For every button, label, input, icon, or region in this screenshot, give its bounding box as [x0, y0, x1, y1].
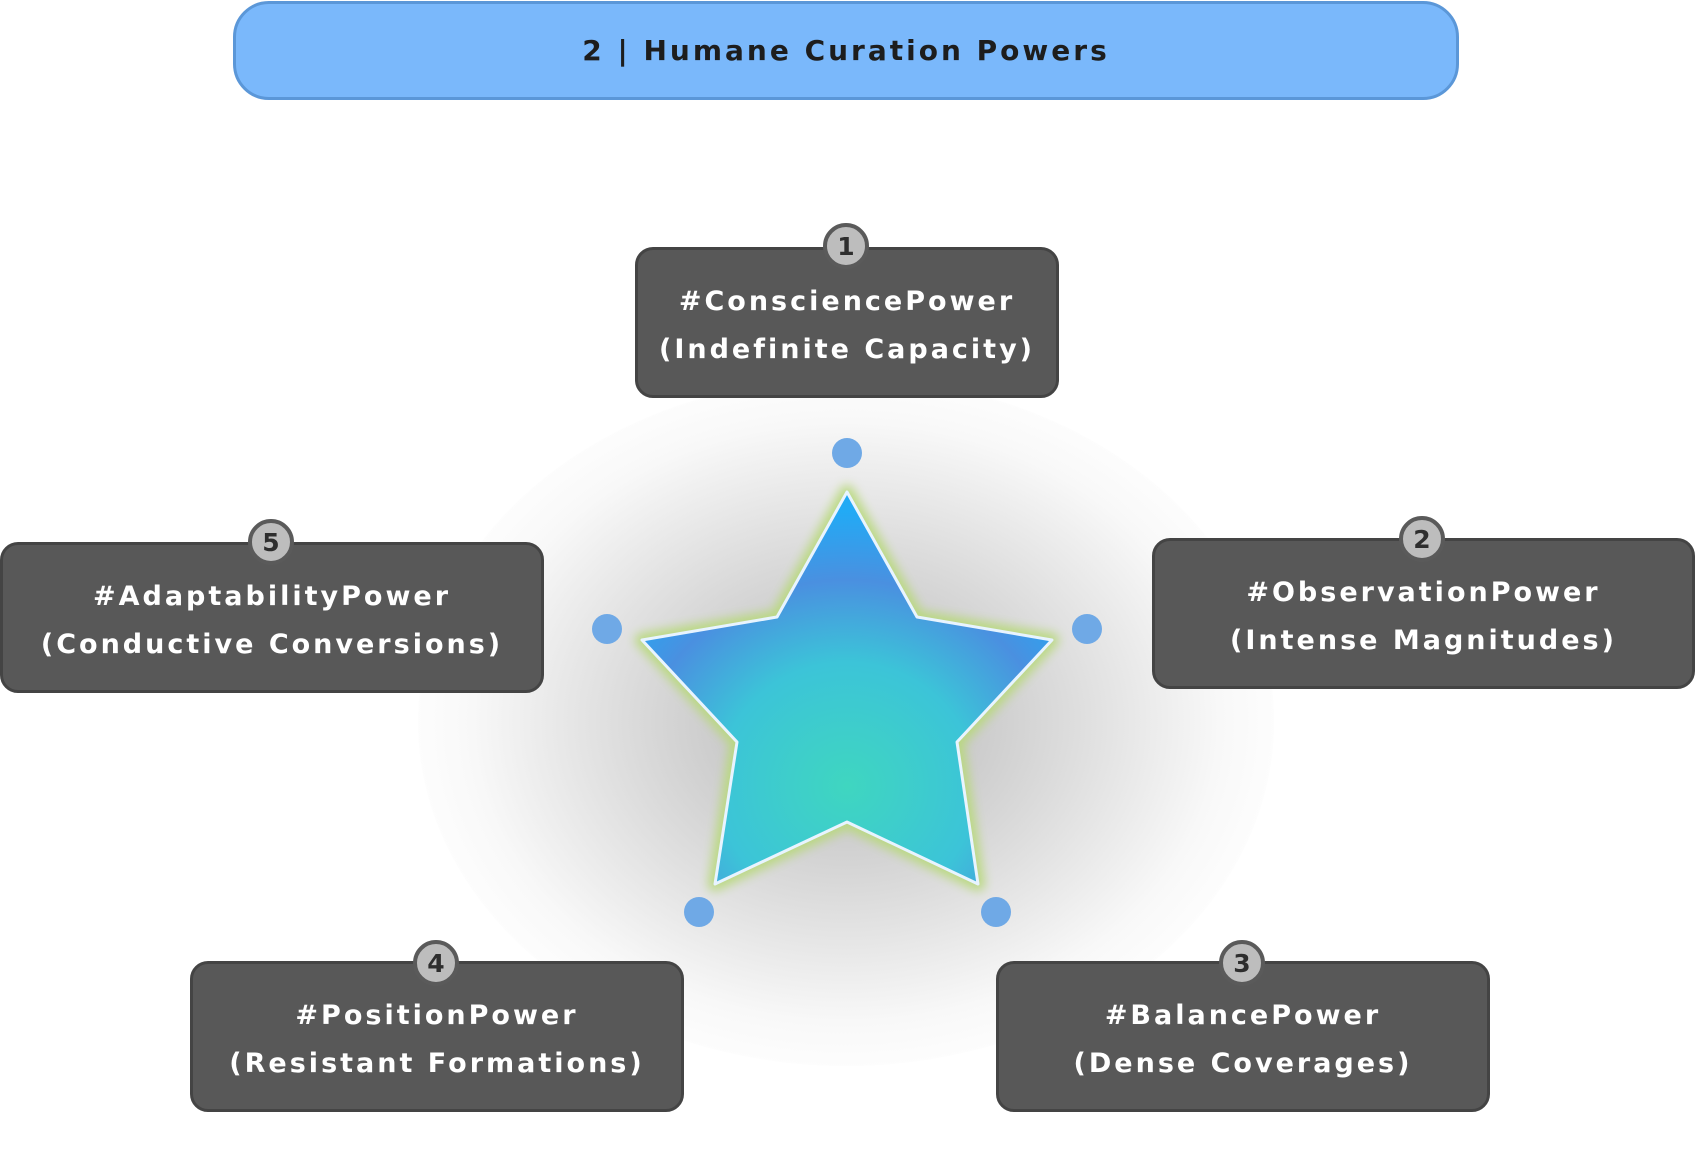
card-name: #BalancePower	[1104, 999, 1382, 1031]
power-card-5: #AdaptabilityPower (Conductive Conversio…	[0, 542, 544, 693]
card-subtitle: (Conductive Conversions)	[40, 628, 504, 660]
number-badge-5: 5	[248, 519, 294, 565]
card-subtitle: (Intense Magnitudes)	[1230, 624, 1617, 656]
connector-dot-2	[1072, 614, 1102, 644]
connector-dot-4	[684, 897, 714, 927]
power-card-4: #PositionPower (Resistant Formations)	[190, 961, 684, 1112]
card-name: #PositionPower	[295, 999, 579, 1031]
card-name: #AdaptabilityPower	[92, 580, 452, 612]
power-card-3: #BalancePower (Dense Coverages)	[996, 961, 1490, 1112]
connector-dot-1	[832, 438, 862, 468]
card-subtitle: (Dense Coverages)	[1073, 1047, 1413, 1079]
page-title: 2 | Humane Curation Powers	[582, 34, 1110, 67]
number-badge-4: 4	[413, 940, 459, 986]
card-name: #ObservationPower	[1246, 576, 1601, 608]
number-badge-3: 3	[1219, 940, 1265, 986]
card-subtitle: (Resistant Formations)	[229, 1047, 645, 1079]
connector-dot-3	[981, 897, 1011, 927]
power-card-1: #ConsciencePower (Indefinite Capacity)	[635, 247, 1059, 398]
number-badge-2: 2	[1399, 516, 1445, 562]
card-name: #ConsciencePower	[678, 285, 1016, 317]
card-subtitle: (Indefinite Capacity)	[658, 333, 1036, 365]
star-shape	[640, 490, 1054, 886]
header-bar: 2 | Humane Curation Powers	[233, 1, 1459, 100]
connector-dot-5	[592, 614, 622, 644]
number-badge-1: 1	[823, 223, 869, 269]
